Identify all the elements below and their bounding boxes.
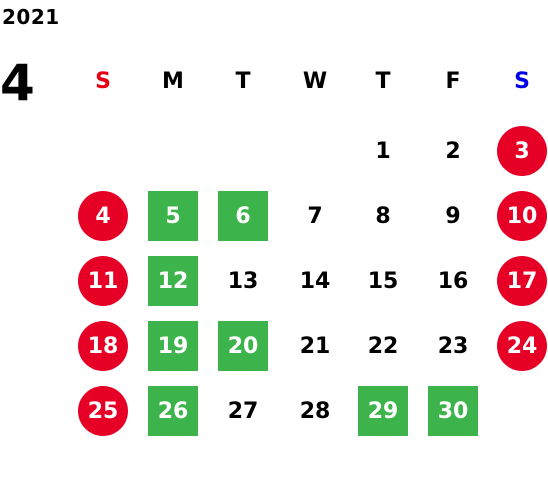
week-row: 18 19 20 21 22 23 24 <box>68 321 547 386</box>
day-18: 18 <box>78 321 128 371</box>
day-6: 6 <box>218 191 268 241</box>
day-19: 19 <box>148 321 198 371</box>
weekday-tue: T <box>235 68 251 94</box>
day-26: 26 <box>148 386 198 436</box>
day-21: 21 <box>299 333 331 359</box>
weekday-thu: T <box>375 68 391 94</box>
day-9: 9 <box>445 203 461 229</box>
day-29: 29 <box>358 386 408 436</box>
week-row: 11 12 13 14 15 16 17 <box>68 256 547 321</box>
weekday-wed: W <box>302 68 328 94</box>
day-17: 17 <box>497 256 547 306</box>
day-16: 16 <box>437 268 469 294</box>
weekday-header-row: S M T W T F S <box>68 56 543 106</box>
day-23: 23 <box>437 333 469 359</box>
week-row: 25 26 27 28 29 30 <box>68 386 543 451</box>
day-2: 2 <box>445 138 461 164</box>
day-20: 20 <box>218 321 268 371</box>
day-15: 15 <box>367 268 399 294</box>
day-8: 8 <box>375 203 391 229</box>
empty-day <box>290 126 340 176</box>
empty-day <box>148 126 198 176</box>
empty-day <box>78 126 128 176</box>
empty-day <box>218 126 268 176</box>
day-12: 12 <box>148 256 198 306</box>
week-row: 1 2 3 <box>68 126 547 191</box>
day-5: 5 <box>148 191 198 241</box>
month-number: 4 <box>0 54 35 112</box>
day-13: 13 <box>227 268 259 294</box>
empty-day <box>497 386 547 436</box>
day-11: 11 <box>78 256 128 306</box>
weekday-fri: F <box>445 68 461 94</box>
weekday-sun: S <box>95 68 111 94</box>
day-3: 3 <box>497 126 547 176</box>
day-7: 7 <box>307 203 323 229</box>
weekday-mon: M <box>162 68 184 94</box>
weekday-sat: S <box>514 68 530 94</box>
day-10: 10 <box>497 191 547 241</box>
day-30: 30 <box>428 386 478 436</box>
day-27: 27 <box>227 398 259 424</box>
day-22: 22 <box>367 333 399 359</box>
day-4: 4 <box>78 191 128 241</box>
day-1: 1 <box>375 138 391 164</box>
day-25: 25 <box>78 386 128 436</box>
day-24: 24 <box>497 321 547 371</box>
day-28: 28 <box>299 398 331 424</box>
day-14: 14 <box>299 268 331 294</box>
year-label: 2021 <box>2 5 60 29</box>
